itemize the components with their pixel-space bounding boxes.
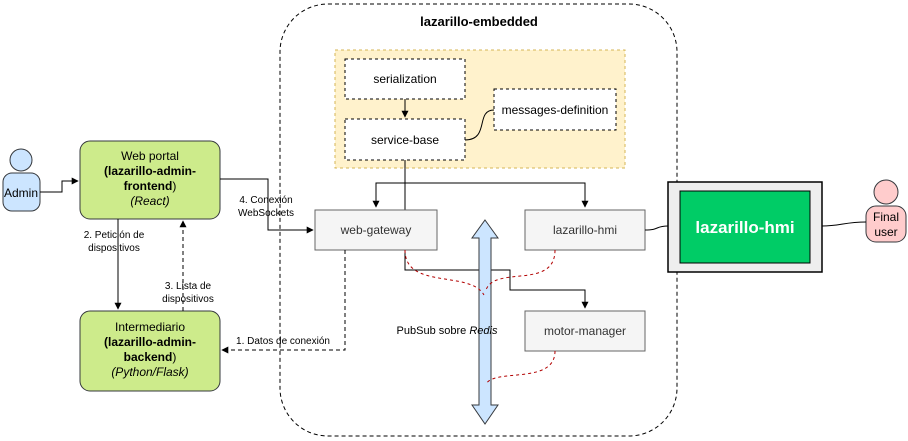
intermediario-node[interactable]: Intermediario (lazarillo-admin- backend)…: [79, 310, 221, 392]
hmi-screen-label: lazarillo-hmi: [695, 218, 794, 237]
intermediario-line5: (Python/Flask): [111, 365, 188, 379]
redis-link-motor: [485, 350, 556, 385]
pubsub-label: PubSub sobre Redis: [397, 325, 498, 337]
edge-conexion-ws: [220, 178, 314, 234]
lista-label-1: 3. Lista de: [165, 281, 212, 292]
redis-link-hmi: [485, 249, 556, 291]
peticion-label-1: 2. Petición de: [84, 230, 145, 241]
final-user-label-2: user: [874, 225, 897, 239]
lazarillo-embedded-container: lazarillo-embedded: [279, 3, 678, 437]
hmi-screen: lazarillo-hmi: [667, 181, 823, 273]
admin-actor: Admin: [2, 148, 41, 212]
edge-admin-portal: [40, 177, 79, 193]
edge-service-gateway: [372, 160, 406, 208]
container-title: lazarillo-embedded: [420, 14, 538, 29]
web-portal-line2: (lazarillo-admin-: [104, 164, 196, 178]
web-portal-line5: (React): [130, 194, 169, 208]
redis-link-gateway: [404, 249, 485, 296]
intermediario-line3: backend): [124, 350, 177, 364]
motor-manager-label: motor-manager: [544, 324, 626, 338]
web-portal-line1: Web portal: [121, 149, 179, 163]
web-gateway-node[interactable]: web-gateway: [314, 209, 438, 251]
edge-service-hmi: [405, 182, 589, 208]
serialization-label: serialization: [373, 72, 436, 86]
conexion-label-2: WebSockets: [238, 208, 294, 219]
lazarillo-hmi-label: lazarillo-hmi: [553, 223, 617, 237]
web-portal-node[interactable]: Web portal (lazarillo-admin- frontend) (…: [79, 140, 221, 220]
intermediario-line1: Intermediario: [115, 320, 185, 334]
edge-hmi-screen: [644, 225, 669, 231]
messages-definition-label: messages-definition: [502, 103, 609, 117]
messages-definition-node[interactable]: messages-definition: [493, 88, 617, 131]
edge-user-screen: [821, 221, 867, 227]
motor-manager-node[interactable]: motor-manager: [524, 310, 646, 352]
service-base-node[interactable]: service-base: [344, 118, 466, 161]
datos-label: 1. Datos de conexión: [236, 336, 330, 347]
final-user-label-1: Final: [873, 210, 899, 224]
lista-label-2: dispositivos: [162, 294, 214, 305]
conexion-label-1: 4. Conexión: [239, 195, 292, 206]
serialization-node[interactable]: serialization: [344, 58, 466, 100]
final-user-actor: Final user: [865, 179, 907, 243]
edge-service-messages: [464, 109, 495, 141]
lazarillo-hmi-node[interactable]: lazarillo-hmi: [524, 209, 646, 251]
edge-datos-conexion: [221, 250, 346, 354]
admin-label: Admin: [4, 186, 38, 200]
pubsub-bus-arrow: [471, 219, 499, 425]
peticion-label-2: dispositivos: [88, 243, 140, 254]
web-portal-line3: frontend): [124, 179, 177, 193]
intermediario-line2: (lazarillo-admin-: [104, 335, 196, 349]
service-base-label: service-base: [371, 133, 439, 147]
web-gateway-label: web-gateway: [340, 223, 412, 237]
edge-service-motor: [404, 183, 589, 309]
